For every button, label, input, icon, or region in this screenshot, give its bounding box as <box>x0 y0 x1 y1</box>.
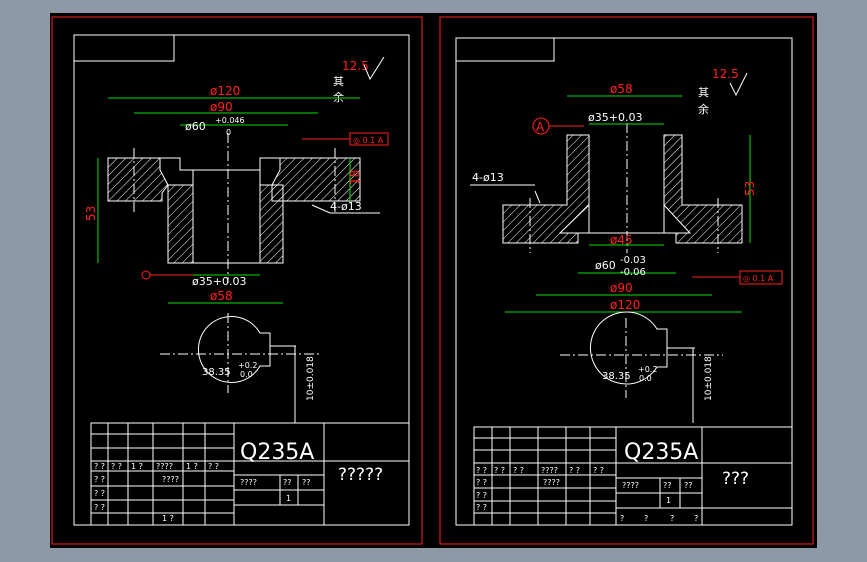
left-roughness-mark: 12.5 其 余 <box>333 56 385 104</box>
right-tolerance-frame: ◎ 0.1 A <box>692 270 783 285</box>
svg-text:??: ?? <box>302 478 311 487</box>
left-code-box <box>74 35 175 62</box>
left-tolerance-frame: ◎ 0.1 A <box>302 132 389 146</box>
svg-text:? ?: ? ? <box>494 466 505 475</box>
svg-text:+0.2: +0.2 <box>238 361 257 370</box>
svg-text:?: ? <box>670 514 674 523</box>
right-roughness-mark: 12.5 其 余 <box>698 67 748 116</box>
svg-text:A: A <box>536 120 545 134</box>
svg-text:38.35: 38.35 <box>602 371 631 382</box>
svg-text:ø35+0.03: ø35+0.03 <box>192 275 246 288</box>
svg-text:10±0.018: 10±0.018 <box>306 356 316 401</box>
svg-text:余: 余 <box>333 90 344 104</box>
svg-text:ø120: ø120 <box>210 84 240 98</box>
svg-text:????: ???? <box>162 475 179 484</box>
svg-text:????: ???? <box>622 481 639 490</box>
svg-text:? ?: ? ? <box>513 466 524 475</box>
svg-text:? ?: ? ? <box>476 478 487 487</box>
right-title-block: ? ? ? ? ? ? ???? ? ? ? ? ? ? ???? ? ? ? … <box>473 426 793 526</box>
svg-text:4-ø13: 4-ø13 <box>472 171 504 184</box>
svg-text:ø45: ø45 <box>610 233 633 247</box>
svg-text:+0.046: +0.046 <box>215 116 245 125</box>
svg-text:0.0: 0.0 <box>240 370 253 379</box>
left-title-block: ? ? ? ? 1 ? ???? 1 ? ? ? ? ? ???? ? ? ? … <box>90 422 410 526</box>
svg-text:1 ?: 1 ? <box>131 462 143 471</box>
svg-text:? ?: ? ? <box>476 503 487 512</box>
svg-text:???: ??? <box>722 469 749 489</box>
right-code-box <box>456 38 555 62</box>
svg-text:? ?: ? ? <box>94 489 105 498</box>
svg-text:ø60: ø60 <box>185 120 206 133</box>
cad-drawing-canvas[interactable]: 12.5 其 余 ø120 ø90 ø60 +0.04 <box>50 13 817 548</box>
svg-text:? ?: ? ? <box>476 466 487 475</box>
svg-text:?: ? <box>620 514 624 523</box>
svg-text:38.35: 38.35 <box>202 367 231 378</box>
svg-text:1 ?: 1 ? <box>186 462 198 471</box>
svg-text:53: 53 <box>84 206 98 221</box>
svg-text:◎ 0.1 A: ◎ 0.1 A <box>743 274 774 283</box>
svg-text:Q235A: Q235A <box>240 440 314 465</box>
right-sheet: 12.5 其 余 ø58 A ø35+0.03 53 <box>439 16 814 545</box>
svg-text:? ?: ? ? <box>94 503 105 512</box>
svg-text:? ?: ? ? <box>476 491 487 500</box>
svg-text:ø58: ø58 <box>610 82 633 96</box>
svg-text:12.5: 12.5 <box>712 67 739 81</box>
svg-text:-0.06: -0.06 <box>620 267 646 278</box>
svg-text:ø90: ø90 <box>610 281 633 295</box>
svg-text:18: 18 <box>348 170 362 185</box>
svg-text:1 ?: 1 ? <box>162 514 174 523</box>
svg-text:? ?: ? ? <box>94 475 105 484</box>
svg-text:◎ 0.1 A: ◎ 0.1 A <box>353 136 384 145</box>
svg-text:53: 53 <box>743 181 757 196</box>
svg-text:Q235A: Q235A <box>624 440 698 465</box>
svg-text:????: ???? <box>156 462 173 471</box>
right-keyway-view: 38.35 +0.2 0.0 10±0.018 <box>560 311 723 423</box>
svg-text:余: 余 <box>698 102 709 116</box>
svg-text:0: 0 <box>226 128 231 137</box>
svg-text:其: 其 <box>698 86 709 99</box>
svg-text:? ?: ? ? <box>569 466 580 475</box>
svg-text:其: 其 <box>333 75 344 88</box>
svg-text:? ?: ? ? <box>111 462 122 471</box>
right-dimensions: ø58 A ø35+0.03 53 4-ø13 ø45 ø60 -0.03 -0… <box>470 82 783 313</box>
left-sheet: 12.5 其 余 ø120 ø90 ø60 +0.04 <box>51 16 423 545</box>
svg-text:? ?: ? ? <box>208 462 219 471</box>
svg-text:?: ? <box>644 514 648 523</box>
svg-text:????: ???? <box>543 478 560 487</box>
svg-text:??: ?? <box>684 481 693 490</box>
svg-text:??: ?? <box>283 478 292 487</box>
left-keyway-view: 38.35 +0.2 0.0 10±0.018 <box>160 313 320 423</box>
svg-text:1: 1 <box>666 496 671 505</box>
svg-text:12.5: 12.5 <box>342 59 369 73</box>
left-outer-border <box>51 16 423 545</box>
svg-text:-0.03: -0.03 <box>620 255 646 266</box>
svg-text:????: ???? <box>541 466 558 475</box>
svg-text:ø90: ø90 <box>210 100 233 114</box>
left-dimensions: ø120 ø90 ø60 +0.046 0 53 18 4-ø13 ø35+0.… <box>84 84 389 304</box>
svg-text:ø120: ø120 <box>610 298 640 312</box>
svg-text:0.0: 0.0 <box>639 374 652 383</box>
drawing-svg: 12.5 其 余 ø120 ø90 ø60 +0.04 <box>51 16 814 545</box>
right-section-view <box>502 123 743 253</box>
svg-text:?: ? <box>694 514 698 523</box>
svg-text:4-ø13: 4-ø13 <box>330 200 362 213</box>
svg-text:ø35+0.03: ø35+0.03 <box>588 111 642 124</box>
svg-text:?????: ????? <box>338 465 383 485</box>
left-section-view <box>107 133 361 283</box>
svg-text:ø60: ø60 <box>595 259 616 272</box>
svg-text:????: ???? <box>240 478 257 487</box>
svg-text:? ?: ? ? <box>94 462 105 471</box>
svg-text:??: ?? <box>663 481 672 490</box>
svg-text:ø58: ø58 <box>210 289 233 303</box>
svg-text:? ?: ? ? <box>593 466 604 475</box>
svg-text:+0.2: +0.2 <box>638 365 657 374</box>
svg-text:10±0.018: 10±0.018 <box>704 356 714 401</box>
right-outer-border <box>439 16 814 545</box>
svg-text:1: 1 <box>286 494 291 503</box>
